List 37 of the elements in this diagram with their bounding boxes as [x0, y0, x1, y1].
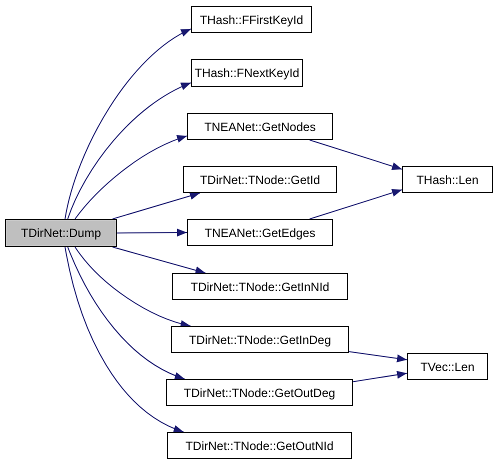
function-box [407, 353, 488, 380]
function-box [171, 326, 349, 353]
call-arrow [67, 246, 186, 380]
call-arrow [112, 192, 200, 220]
function-box [183, 166, 337, 193]
function-box [172, 273, 348, 300]
function-name: TDirNet::TNode::GetInNId [190, 280, 330, 294]
function-box [191, 6, 312, 33]
call-arrow [74, 135, 188, 220]
call-arrow [352, 370, 408, 382]
function-box [167, 432, 352, 459]
function-box [5, 219, 117, 247]
call-arrow [309, 140, 402, 170]
function-name: THash::FNextKeyId [194, 66, 300, 80]
function-name: TDirNet::TNode::GetOutNId [185, 438, 334, 452]
call-arrow [64, 246, 184, 432]
call-arrow [348, 351, 408, 362]
call-arrow [112, 246, 206, 274]
function-name: THash::FFirstKeyId [200, 12, 304, 26]
function-box [191, 59, 303, 87]
call-arrow [116, 228, 188, 237]
function-name: TVec::Len [420, 360, 475, 374]
function-name: TNEANet::GetNodes [204, 120, 316, 134]
function-box [187, 113, 333, 140]
function-box [166, 379, 353, 406]
function-box [187, 219, 333, 246]
call-arrow [309, 188, 402, 220]
call-arrow [64, 28, 192, 220]
call-arrow [74, 246, 192, 328]
call-arrow [67, 82, 192, 220]
function-name: THash::Len [416, 172, 479, 186]
function-name: TDirNet::TNode::GetId [200, 172, 320, 186]
function-name: TDirNet::TNode::GetOutDeg [184, 386, 336, 400]
function-name: TDirNet::Dump [20, 226, 101, 240]
function-name: TNEANet::GetEdges [204, 226, 316, 240]
function-box [402, 166, 493, 193]
function-name: TDirNet::TNode::GetInDeg [188, 332, 332, 346]
